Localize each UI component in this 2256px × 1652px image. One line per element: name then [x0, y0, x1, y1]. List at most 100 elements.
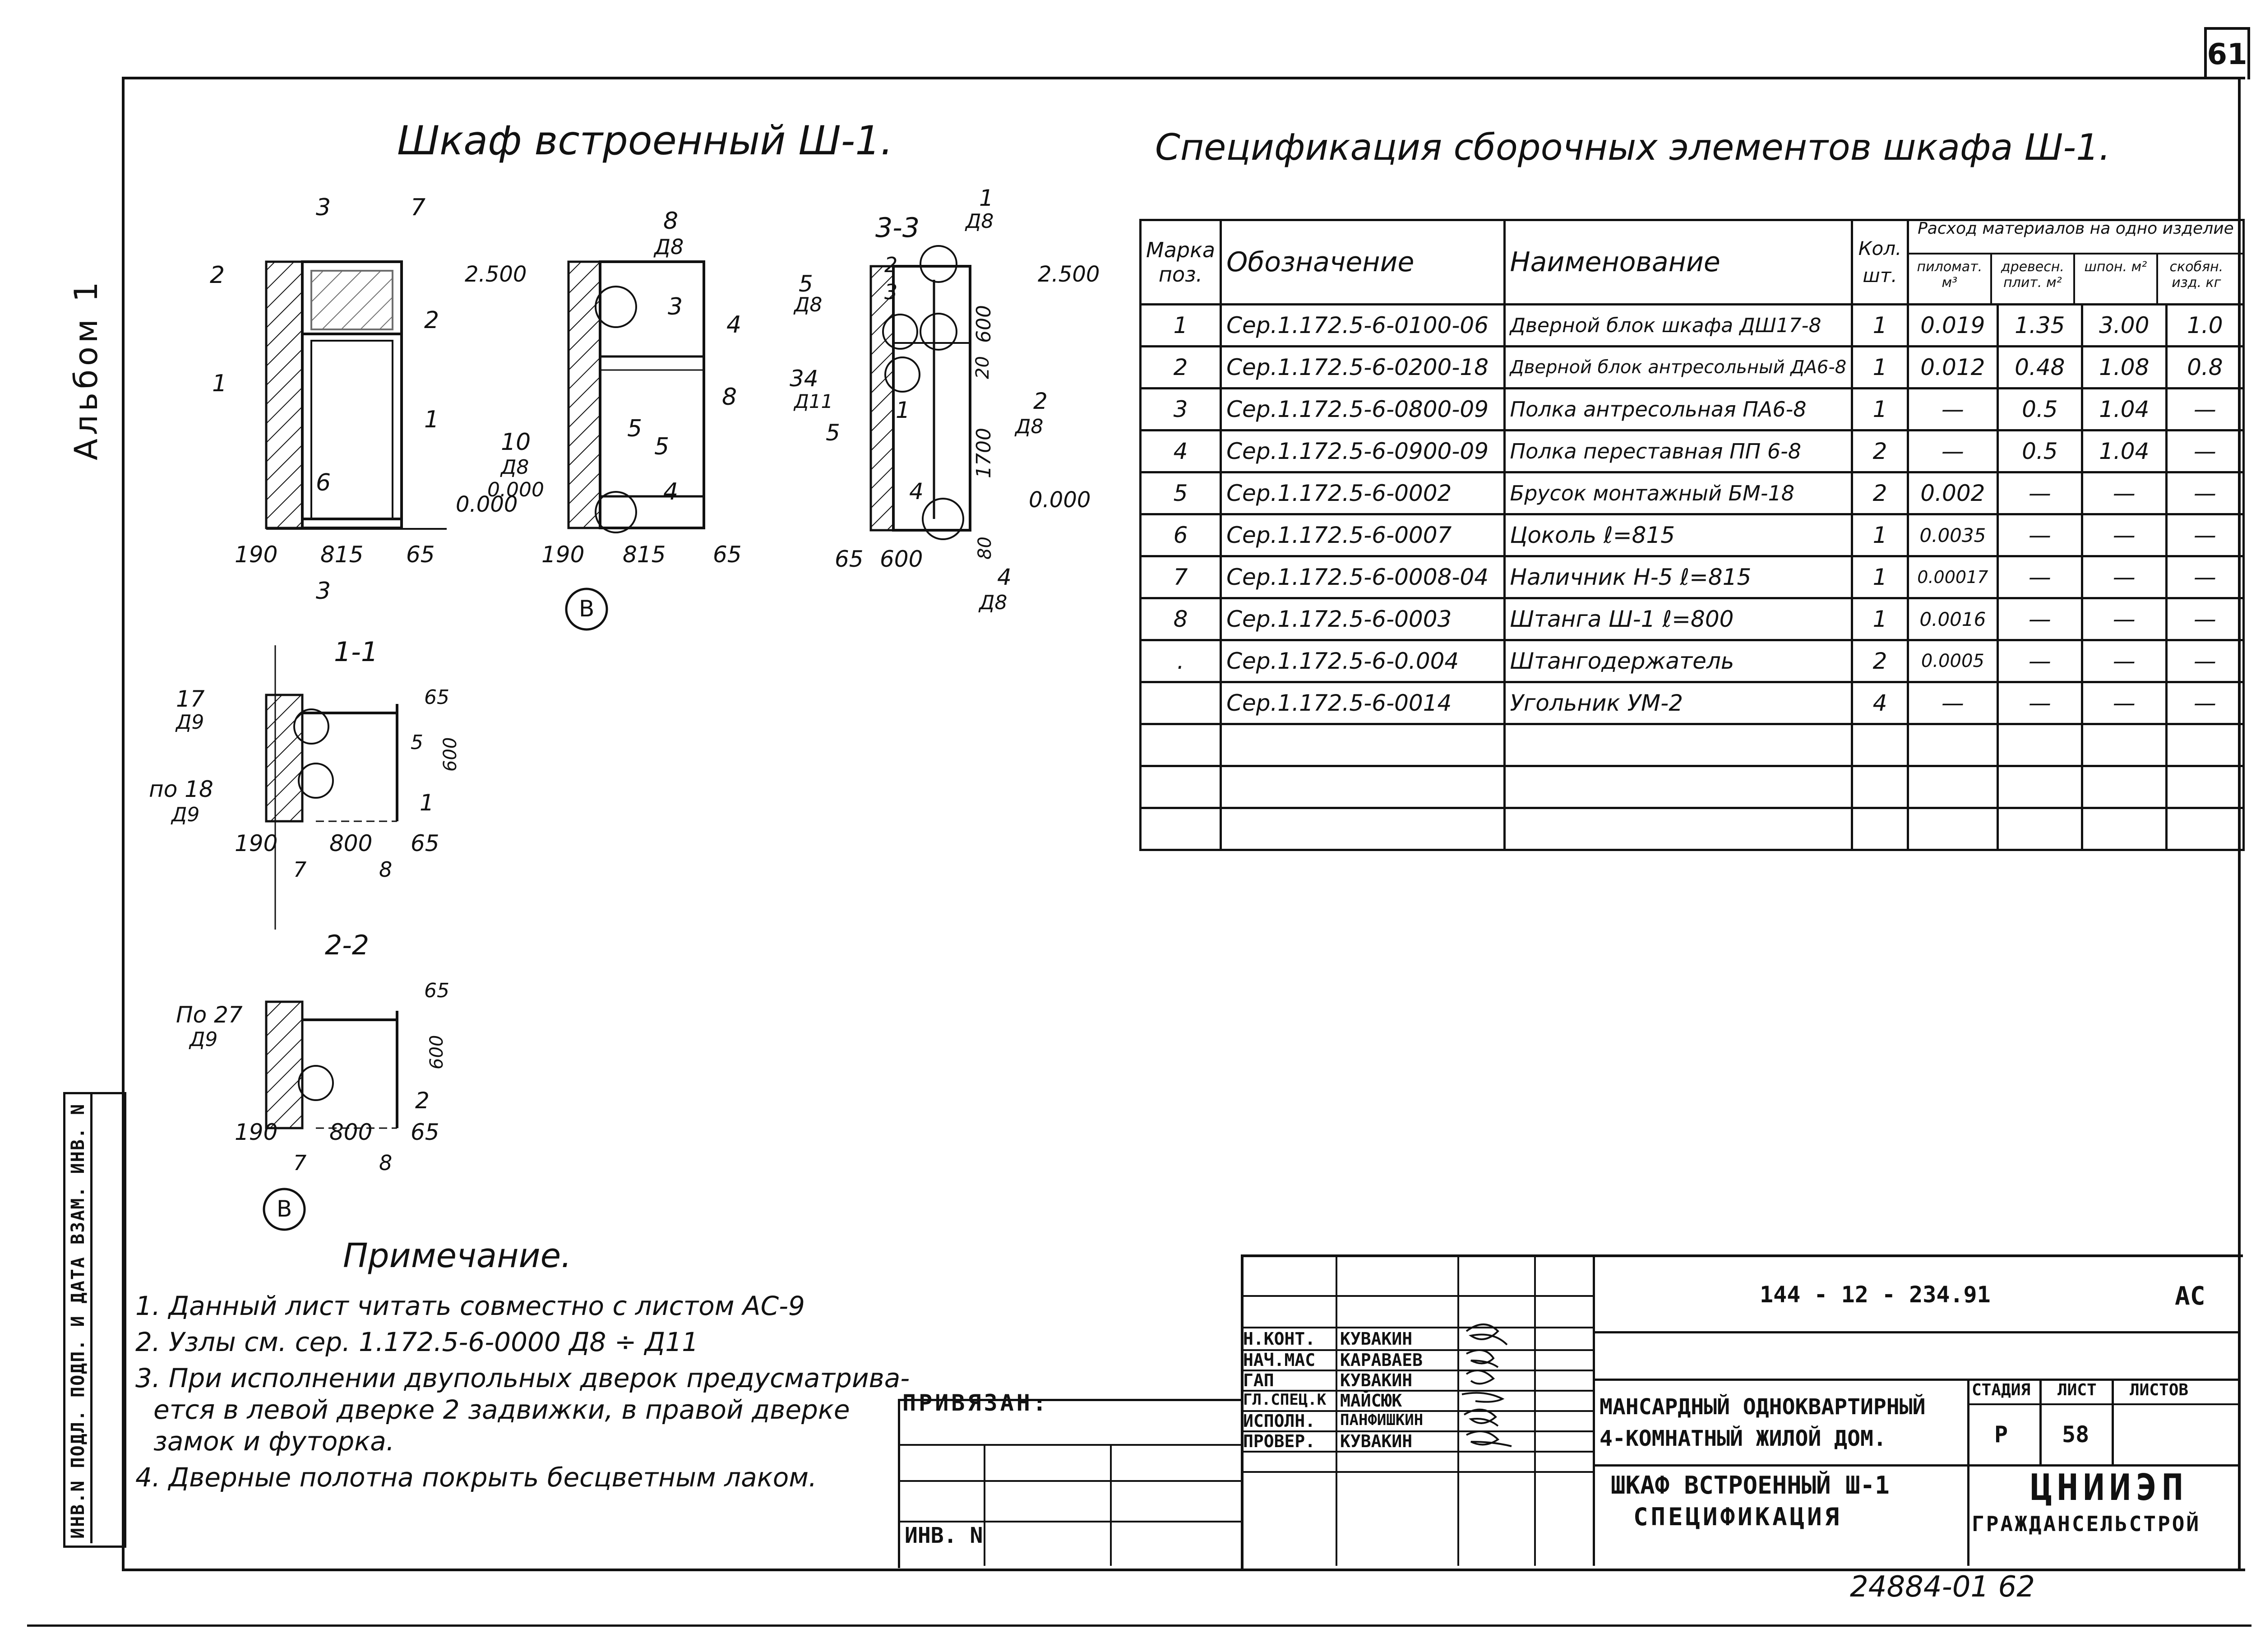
- dim-label: 8: [379, 1151, 393, 1175]
- page-number: 61: [2204, 27, 2250, 79]
- callout: 1: [979, 185, 994, 211]
- row-c4: 1.0: [2165, 303, 2245, 347]
- table-row: 8 Сер.1.172.5-6-0003 Штанга Ш-1 ℓ=800 1 …: [1139, 597, 2245, 641]
- row-qty: 1: [1851, 387, 1909, 431]
- row-name: Штангодержатель: [1503, 639, 1854, 683]
- callout: 3: [316, 578, 331, 605]
- row-c4: —: [2165, 513, 2245, 557]
- callout: 8: [663, 208, 679, 235]
- row-designation: Сер.1.172.5-6-0008-04: [1220, 555, 1506, 599]
- row-designation: Сер.1.172.5-6-0003: [1220, 597, 1506, 641]
- callout: 10: [501, 429, 531, 456]
- row-name: Наличник Н-5 ℓ=815: [1503, 555, 1854, 599]
- callout: 17: [176, 686, 205, 712]
- sheet-value: 58: [2062, 1421, 2090, 1448]
- spec-table: Марка поз. Обозначение Наименование Кол.…: [1139, 219, 2245, 851]
- row-name: Полка переставная ПП 6-8: [1503, 429, 1854, 473]
- row-c1: 0.0016: [1906, 597, 1999, 641]
- dim-label: 815: [623, 541, 666, 568]
- table-row: 5 Сер.1.172.5-6-0002 Брусок монтажный БМ…: [1139, 471, 2245, 515]
- drawing-frame: [122, 77, 2245, 1571]
- row-c1: 0.012: [1906, 345, 1999, 389]
- name-label: КУВАКИН: [1340, 1431, 1413, 1451]
- callout: по 18: [149, 776, 213, 802]
- row-designation: Сер.1.172.5-6-0800-09: [1220, 387, 1506, 431]
- row-designation: Сер.1.172.5-6-0200-18: [1220, 345, 1506, 389]
- callout: 3: [884, 280, 898, 304]
- drawing-title: Шкаф встроенный Ш-1.: [397, 117, 893, 164]
- row-name: Брусок монтажный БМ-18: [1503, 471, 1854, 515]
- row-qty: 1: [1851, 513, 1909, 557]
- row-designation: Сер.1.172.5-6-0.004: [1220, 639, 1506, 683]
- row-name: Полка антресольная ПА6-8: [1503, 387, 1854, 431]
- callout: 1: [212, 370, 227, 397]
- level-mark: 0.000: [456, 492, 518, 517]
- axis-mark: В: [579, 596, 595, 622]
- role-label: НАЧ.МАС: [1243, 1350, 1316, 1370]
- org-line-1: ЦНИИЭП: [2030, 1467, 2188, 1509]
- callout: 5: [799, 271, 813, 297]
- archive-number: 24884-01 62: [1850, 1570, 2035, 1604]
- bottom-trim-line: [27, 1624, 2251, 1627]
- callout: Д11: [794, 390, 833, 412]
- callout: 34: [790, 366, 818, 392]
- dim-label: 65: [406, 541, 435, 568]
- hdr-sub-2: древесн. плит. м²: [1992, 255, 2075, 302]
- row-name: Штанга Ш-1 ℓ=800: [1503, 597, 1854, 641]
- callout: Д8: [654, 235, 684, 259]
- row-c2: 0.5: [1996, 429, 2083, 473]
- hdr-sub-1: пиломат. м³: [1910, 255, 1992, 302]
- hdr-qty: Кол. шт.: [1851, 219, 1909, 305]
- name-label: КАРАВАЕВ: [1340, 1350, 1423, 1370]
- table-row-empty: [1139, 807, 2245, 851]
- callout: Д9: [171, 803, 200, 826]
- row-c2: —: [1996, 639, 2083, 683]
- row-name: Дверной блок антресольный ДА6-8: [1503, 345, 1854, 389]
- row-c2: 0.48: [1996, 345, 2083, 389]
- row-c4: —: [2165, 597, 2245, 641]
- note-line: ется в левой дверке 2 задвижки, в правой…: [153, 1394, 850, 1425]
- project-line-1: МАНСАРДНЫЙ ОДНОКВАРТИРНЫЙ: [1600, 1394, 1926, 1420]
- small-dim: 65: [424, 686, 449, 709]
- row-c2: —: [1996, 471, 2083, 515]
- dim-label: 65: [835, 546, 864, 572]
- privyazan-block: [898, 1399, 1243, 1568]
- dim-label: 7: [293, 857, 307, 882]
- callout: Д8: [1015, 415, 1044, 438]
- dim-label: 190: [235, 830, 278, 856]
- row-qty: 1: [1851, 555, 1909, 599]
- row-c3: —: [2080, 555, 2168, 599]
- sheet-label: ЛИСТ: [2057, 1381, 2097, 1399]
- note-line: 2. Узлы см. сер. 1.172.5-6-0000 Д8 ÷ Д11: [135, 1327, 699, 1357]
- callout: Д8: [794, 293, 823, 316]
- name-label: ПАНФИШКИН: [1340, 1411, 1424, 1429]
- row-qty: 4: [1851, 681, 1909, 725]
- row-c4: —: [2165, 639, 2245, 683]
- section-label-2-2: 2-2: [325, 930, 369, 961]
- callout: 3: [316, 194, 331, 221]
- callout: 8: [722, 384, 737, 411]
- note-line: 3. При исполнении двупольных дверок пред…: [135, 1363, 910, 1393]
- table-row: . Сер.1.172.5-6-0.004 Штангодержатель 2 …: [1139, 639, 2245, 683]
- row-name: Цоколь ℓ=815: [1503, 513, 1854, 557]
- callout: 5: [826, 420, 840, 446]
- callout: 7: [411, 194, 426, 221]
- row-c3: —: [2080, 639, 2168, 683]
- hdr-designation: Обозначение: [1220, 219, 1506, 305]
- row-mark: 1: [1139, 303, 1222, 347]
- dim-label: 800: [329, 1119, 373, 1145]
- row-c3: 1.04: [2080, 387, 2168, 431]
- callout: Д8: [979, 591, 1008, 614]
- row-c4: —: [2165, 429, 2245, 473]
- callout: 4: [997, 564, 1012, 590]
- callout: 5: [411, 731, 423, 754]
- row-c3: —: [2080, 513, 2168, 557]
- inv-label: ИНВ. N: [905, 1523, 983, 1548]
- note-line: 4. Дверные полотна покрыть бесцветным ла…: [135, 1462, 817, 1493]
- dim-label: 8: [379, 857, 393, 882]
- row-c3: —: [2080, 597, 2168, 641]
- table-row: 2 Сер.1.172.5-6-0200-18 Дверной блок ант…: [1139, 345, 2245, 389]
- callout: Д8: [966, 210, 994, 233]
- row-designation: Сер.1.172.5-6-0007: [1220, 513, 1506, 557]
